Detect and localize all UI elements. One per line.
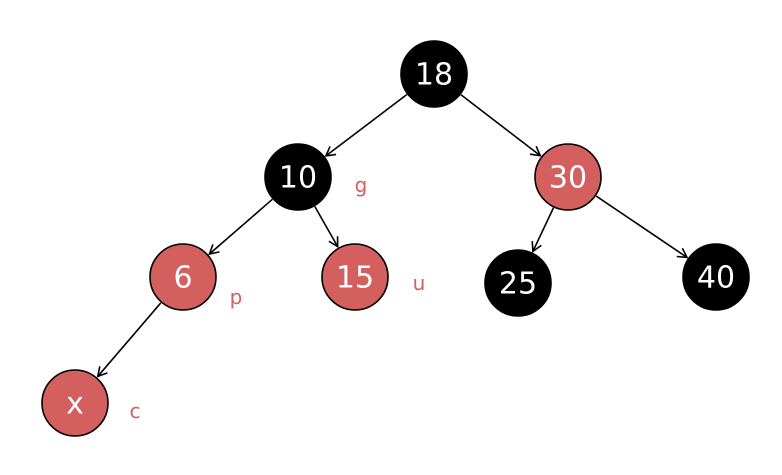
tree-node-6: 6p: [149, 243, 243, 311]
red-node-circle: [534, 143, 602, 211]
node-role-tag: g: [355, 173, 368, 197]
black-node-circle: [484, 249, 552, 317]
edge-10-to-6: [208, 198, 273, 256]
node-role-tag: p: [230, 285, 243, 309]
tree-node-10: 10 g: [264, 143, 368, 211]
black-node-circle: [400, 40, 468, 108]
node-value-label: x: [66, 387, 84, 422]
edge-18-to-30: [460, 94, 542, 157]
node-value-label: 10: [279, 161, 317, 196]
edges: [96, 93, 689, 378]
tree-node-18: 18: [400, 40, 468, 108]
red-node-circle: [149, 243, 217, 311]
edge-10-to-15: [314, 206, 339, 249]
edge-30-to-40: [595, 195, 689, 259]
node-value-label: 40: [697, 261, 735, 296]
edge-30-to-25: [531, 207, 555, 253]
black-node-circle: [264, 143, 332, 211]
tree-node-25: 25: [484, 249, 552, 317]
node-value-label: 30: [549, 161, 587, 196]
tree-node-40: 40: [682, 243, 750, 311]
black-node-circle: [682, 243, 750, 311]
node-role-tag: c: [130, 399, 141, 423]
red-node-circle: [321, 243, 389, 311]
edge-18-to-10: [324, 93, 408, 157]
node-value-label: 6: [173, 261, 192, 296]
edge-6-to-x: [96, 302, 162, 378]
red-node-circle: [41, 369, 109, 437]
tree-node-30: 30: [534, 143, 602, 211]
node-role-tag: u: [413, 271, 426, 295]
node-value-label: 18: [415, 58, 453, 93]
node-value-label: 15: [336, 261, 374, 296]
node-value-label: 25: [499, 267, 537, 302]
tree-node-15: 15 u: [321, 243, 426, 311]
